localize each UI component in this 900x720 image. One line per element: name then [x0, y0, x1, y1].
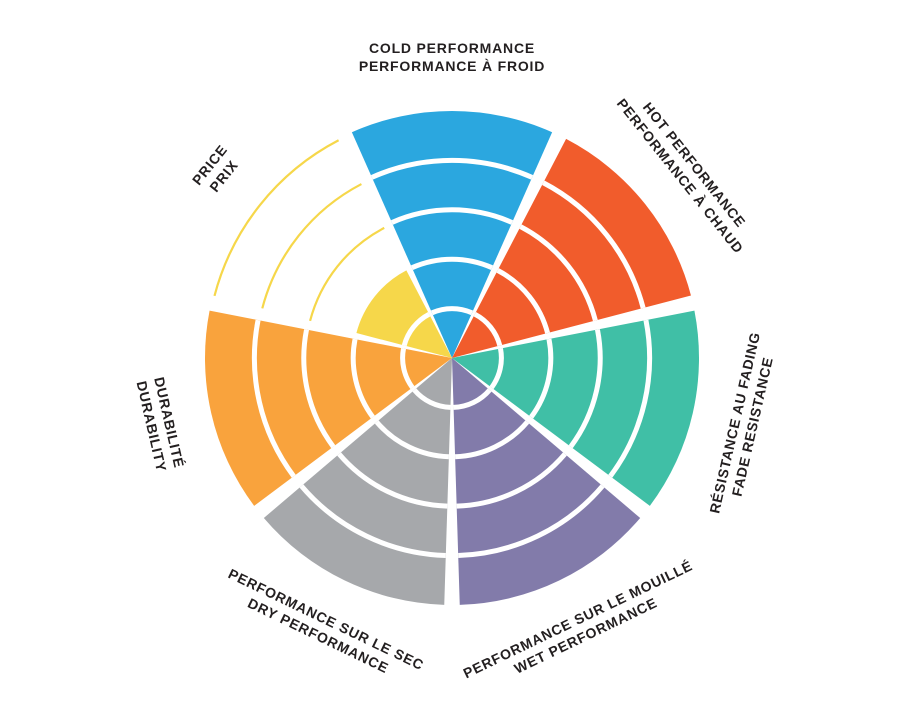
segment-fade-label: RÉSISTANCE AU FADINGFADE RESISTANCE — [706, 330, 780, 518]
segment-price-label: PRICEPRIX — [189, 141, 245, 199]
segment-price-empty-ring-arc — [213, 139, 340, 297]
segment-dry-fill — [263, 358, 452, 605]
segment-price-empty-ring-arc — [261, 183, 362, 309]
segment-durability-ring-separator — [251, 319, 296, 478]
segment-wet-fill — [452, 358, 641, 605]
segment-wet-ring-separator — [455, 420, 530, 460]
segment-cold-ring-separator — [410, 256, 494, 270]
segment-hot: HOT PERFORMANCEPERFORMANCE À CHAUD — [452, 95, 749, 358]
segment-fade-ring-separator — [489, 348, 504, 390]
segment-dry-ring-separator — [299, 484, 446, 559]
segment-wet-ring-separator — [456, 452, 567, 509]
segment-fade-fill — [452, 310, 699, 506]
segment-dry-ring-separator — [337, 452, 448, 509]
segment-durability-fill — [205, 310, 452, 506]
segment-hot-fill — [452, 138, 691, 358]
segment-fade-ring-separator — [608, 319, 653, 478]
segment-price-empty-ring-arc — [309, 226, 385, 322]
segment-hot-ring-separator — [496, 268, 551, 334]
segment-hot-ring-separator — [542, 180, 646, 309]
segment-wet-ring-separator — [458, 484, 605, 559]
segment-fade-ring-separator — [568, 329, 603, 449]
segment-price-fill — [356, 270, 452, 358]
segment-cold-fill — [351, 110, 553, 358]
segment-durability-ring-separator — [350, 338, 375, 419]
segment-fade-ring-separator — [529, 338, 554, 419]
segment-wet-ring-separator — [453, 388, 492, 410]
segment-durability-ring-separator — [301, 329, 336, 449]
segment-cold-ring-separator — [430, 306, 474, 316]
segment-dry-ring-separator — [374, 420, 449, 460]
segment-durability-ring-separator — [400, 348, 415, 390]
segment-price-ring-separator — [401, 311, 431, 347]
segment-cold-ring-separator — [370, 157, 534, 180]
segment-dry-ring-separator — [412, 388, 451, 410]
segment-price: PRICEPRIX — [189, 139, 452, 358]
segment-hot-ring-separator — [519, 224, 598, 322]
segment-cold-ring-separator — [390, 207, 514, 225]
segment-hot-ring-separator — [473, 311, 503, 347]
segment-durability-label: DURABILITÉDURABILITY — [134, 376, 188, 474]
